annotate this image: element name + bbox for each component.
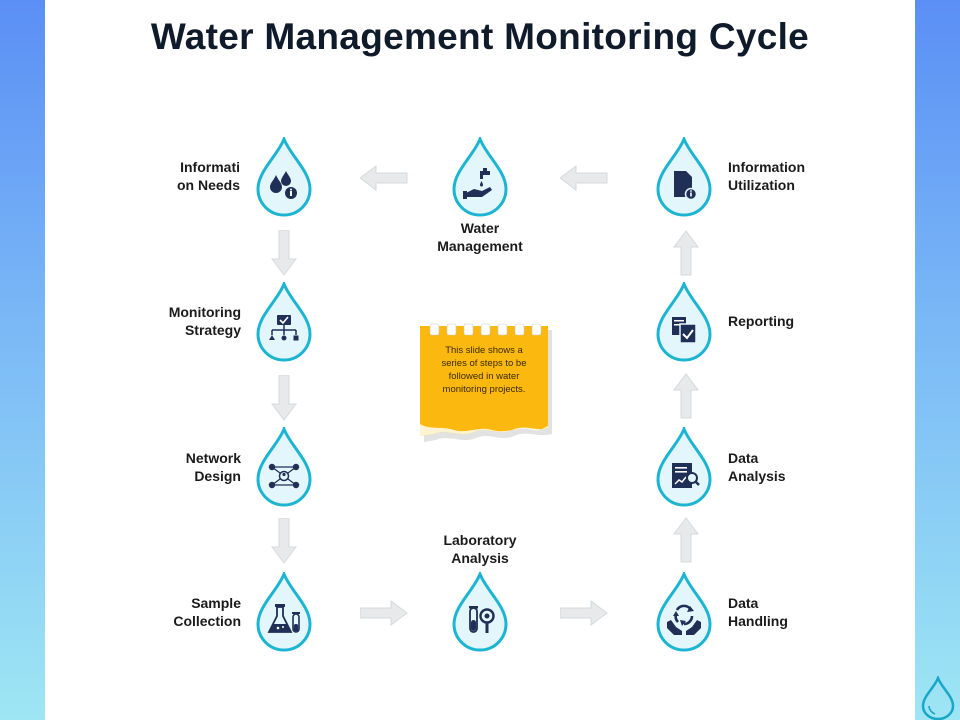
sticky-note-paper	[420, 323, 552, 442]
hands-recycle-icon	[667, 604, 701, 635]
step-label-network-design: Network Design	[185, 450, 241, 484]
hierarchy-check-icon	[269, 315, 299, 341]
arrow-down-icon	[271, 375, 297, 421]
arrow-up-icon	[673, 230, 699, 276]
arrow-left-icon	[360, 165, 408, 191]
documents-check-icon	[672, 317, 697, 344]
drop-network-design	[256, 427, 312, 507]
sticky-note-text: This slide shows a series of steps to be…	[441, 345, 527, 395]
arrow-right-icon	[360, 600, 408, 626]
drop-information-utilization	[656, 137, 712, 217]
lab-flasks-icon	[267, 604, 300, 633]
drop-laboratory-analysis	[452, 572, 508, 652]
network-people-icon	[268, 463, 300, 489]
step-label-data-analysis: Data Analysis	[728, 450, 786, 484]
water-drops-info-icon	[270, 171, 297, 199]
step-label-water-management: Water Management	[437, 220, 523, 254]
sticky-note: This slide shows a series of steps to be…	[418, 322, 558, 452]
arrow-down-icon	[271, 230, 297, 276]
drop-data-handling	[656, 572, 712, 652]
drop-reporting	[656, 282, 712, 362]
drop-sample-collection	[256, 572, 312, 652]
drop-monitoring-strategy	[256, 282, 312, 362]
arrow-up-icon	[673, 517, 699, 563]
step-label-information-needs: Informati on Needs	[176, 159, 240, 193]
step-label-sample-collection: Sample Collection	[173, 595, 241, 629]
drop-information-needs	[256, 137, 312, 217]
drop-data-analysis	[656, 427, 712, 507]
arrow-left-icon	[560, 165, 608, 191]
step-label-monitoring-strategy: Monitoring Strategy	[168, 304, 241, 338]
drop-water-management	[452, 137, 508, 217]
arrow-down-icon	[271, 518, 297, 564]
step-label-reporting: Reporting	[728, 313, 795, 329]
arrow-up-icon	[673, 373, 699, 419]
step-label-information-utilization: Information Utilization	[728, 159, 805, 193]
page-title: Water Management Monitoring Cycle	[150, 16, 810, 57]
faucet-hand-icon	[463, 168, 492, 199]
water-drop-icon	[921, 676, 955, 720]
test-tube-magnifier-icon	[469, 606, 495, 633]
arrow-right-icon	[560, 600, 608, 626]
document-info-icon	[674, 171, 698, 201]
report-magnifier-icon	[672, 463, 700, 488]
step-label-laboratory-analysis: Laboratory Analysis	[443, 532, 517, 566]
step-label-data-handling: Data Handling	[728, 595, 788, 629]
